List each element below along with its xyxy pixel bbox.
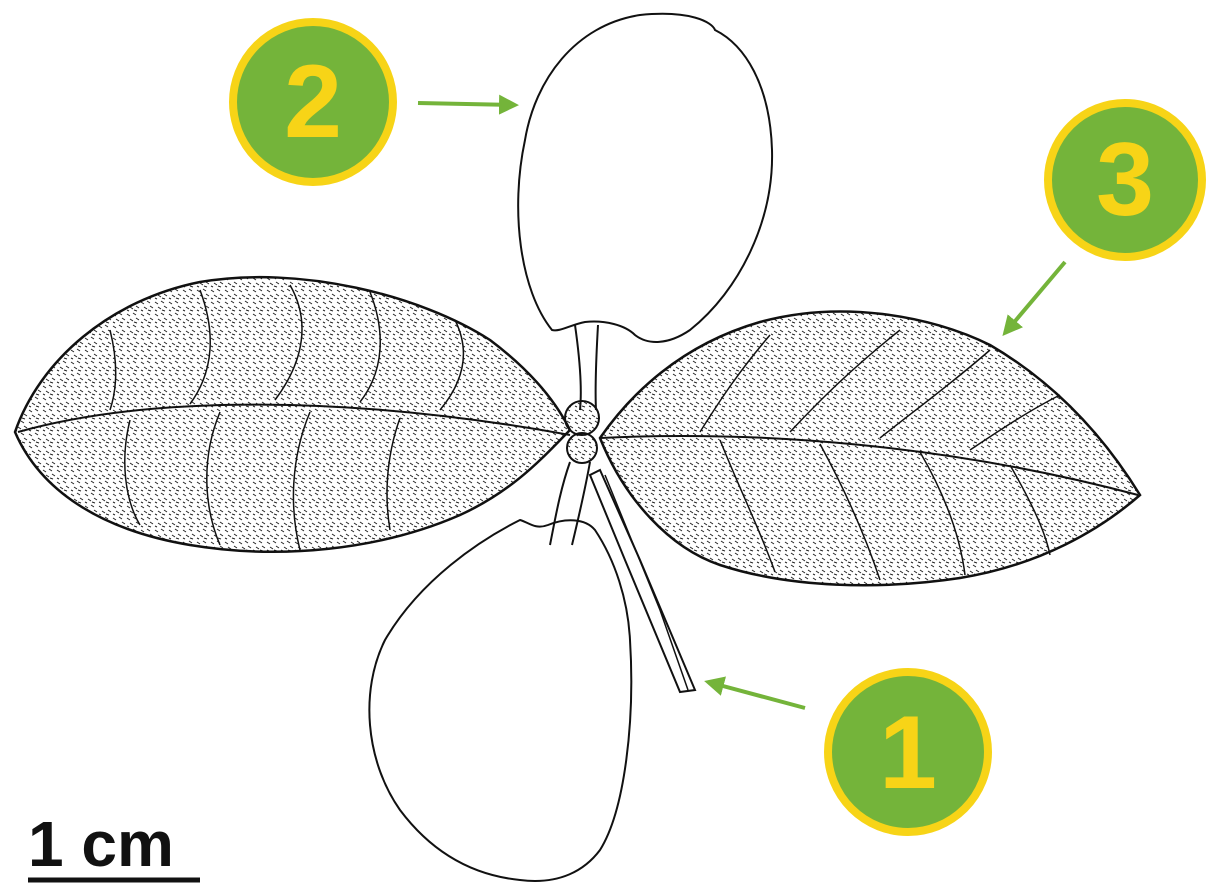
apical-bud	[565, 401, 599, 435]
arrow-3	[1005, 262, 1065, 333]
label-badge-1-text: 1	[879, 695, 937, 811]
label-badge-3: 3	[1048, 103, 1202, 257]
arrow-2	[418, 103, 515, 105]
node	[567, 433, 597, 463]
arrow-1	[708, 682, 805, 708]
label-badge-1: 1	[828, 672, 988, 832]
label-badge-2-text: 2	[284, 44, 342, 160]
cotyledon-lower	[369, 520, 631, 881]
label-badge-2: 2	[233, 22, 393, 182]
label-badge-3-text: 3	[1096, 122, 1154, 238]
scale-bar-label: 1 cm	[28, 808, 174, 880]
cotyledon-upper	[518, 14, 772, 342]
leaf-right	[600, 312, 1140, 586]
epicotyl	[575, 325, 598, 410]
